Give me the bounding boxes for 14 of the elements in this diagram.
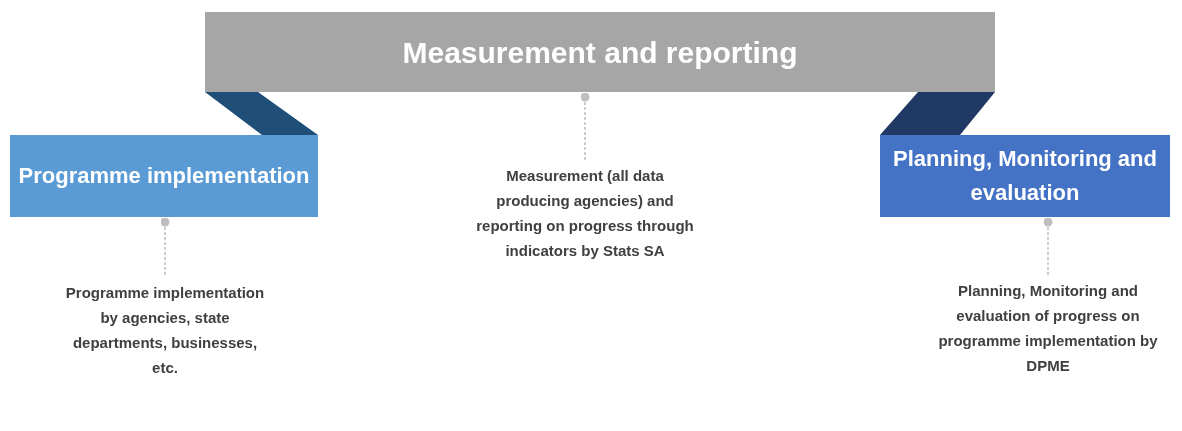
connector-band	[880, 92, 995, 135]
leader-line	[1043, 217, 1053, 276]
description-text: Programme implementation by agencies, state departments, businesses, etc.	[64, 283, 266, 378]
category-box	[10, 135, 318, 217]
leader-line	[580, 92, 590, 161]
connector-band	[205, 92, 318, 135]
box-title: Planning, Monitoring and evaluation	[892, 145, 1158, 207]
leader-line	[160, 217, 170, 278]
description-text: Measurement (all data producing agencies) and reporting on progress through indicators by Stats SA	[475, 166, 695, 261]
heading-band	[205, 12, 995, 92]
category-box	[880, 135, 1170, 217]
box-title: Programme implementation	[18, 162, 310, 190]
box-title: Measurement and reporting	[402, 34, 798, 71]
description-text: Planning, Monitoring and evaluation of progress on programme implementation by DPME	[937, 281, 1159, 376]
